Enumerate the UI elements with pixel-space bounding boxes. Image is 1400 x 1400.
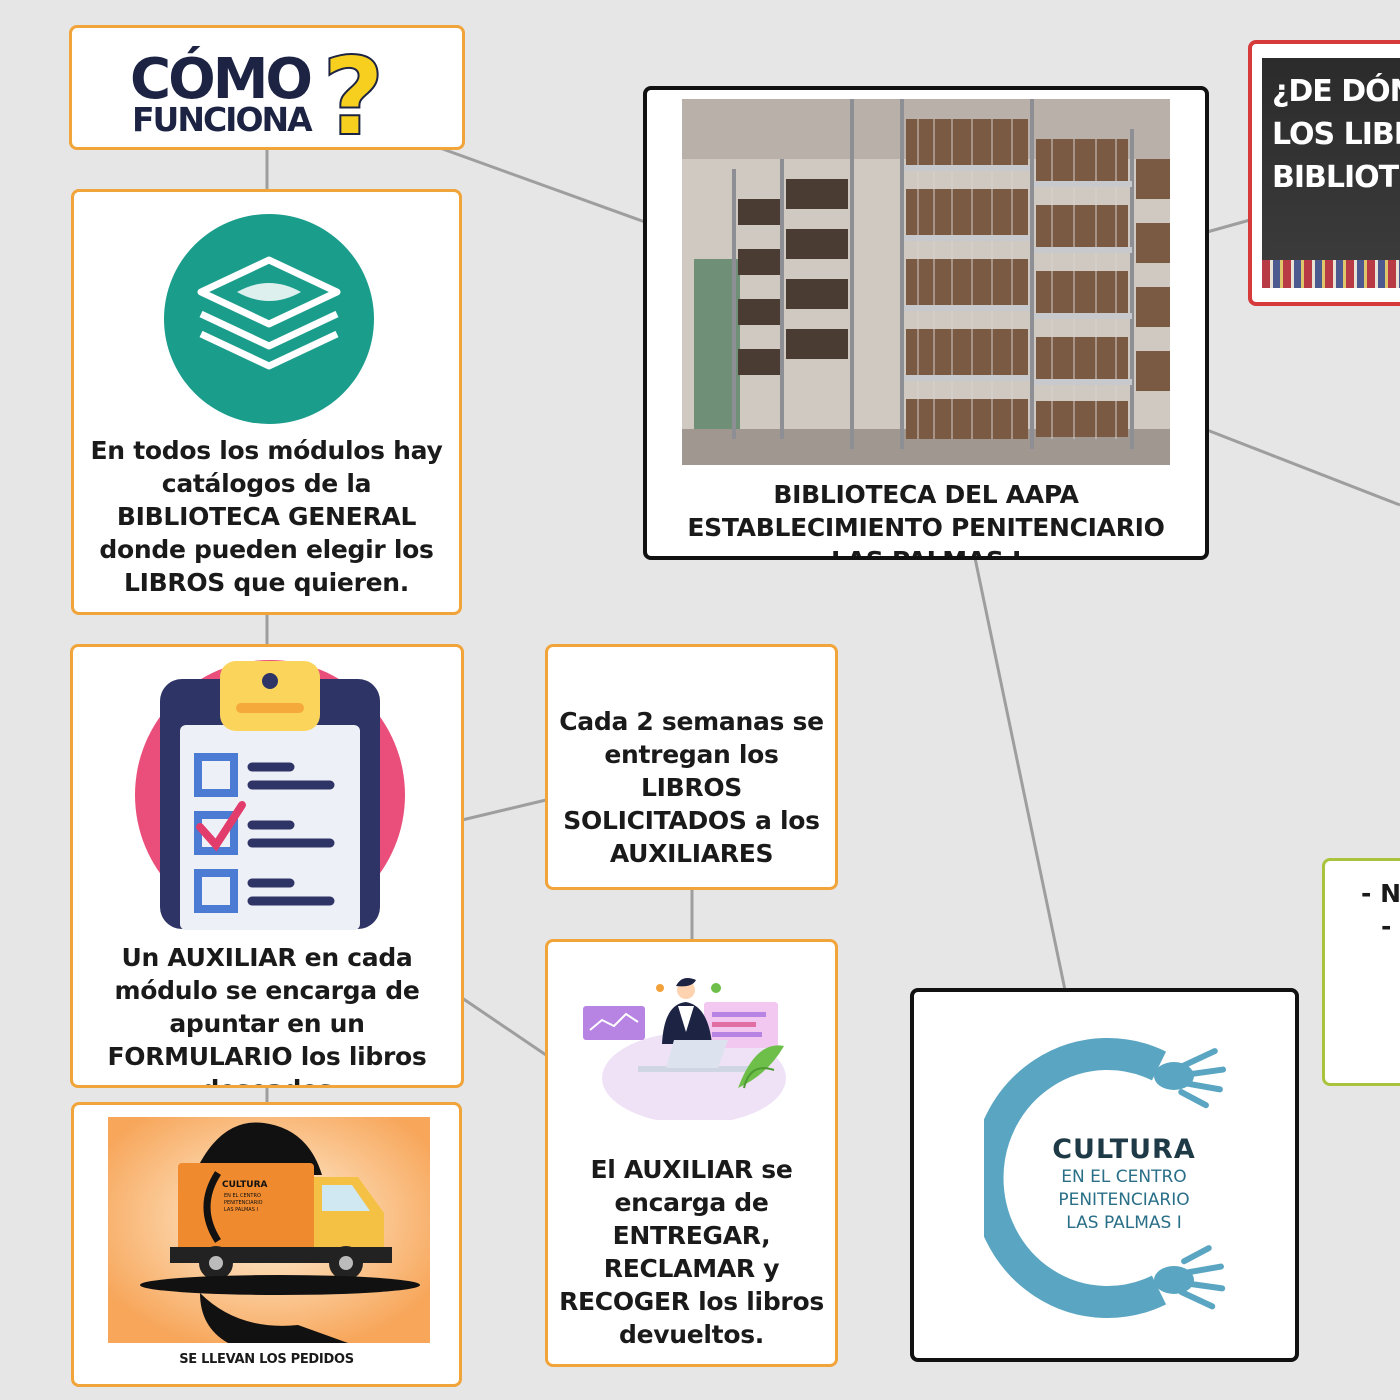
cultura-logo: CULTURA EN EL CENTRO PENITENCIARIO LAS P…: [984, 1038, 1227, 1318]
como-funciona-logo: ? CÓMO FUNCIONA: [130, 36, 386, 146]
truck-caption: SE LLEVAN LOS PEDIDOS: [179, 1352, 354, 1367]
question-line-1: ¿DE DÓND: [1272, 74, 1400, 109]
auxiliar-card: El AUXILIAR se encarga de ENTREGAR, RECL…: [545, 939, 838, 1367]
bookshelf-photo: [682, 99, 1170, 465]
cultura-line-2: EN EL CENTRO: [1061, 1167, 1186, 1187]
form-card: Un AUXILIAR en cada módulo se encarga de…: [70, 644, 464, 1088]
question-card: ¿DE DÓND LOS LIBRO BIBLIOTEC: [1248, 40, 1400, 306]
title-card: ? CÓMO FUNCIONA: [69, 25, 465, 150]
title-line-1: CÓMO: [130, 47, 310, 112]
title-question-mark: ?: [322, 36, 385, 146]
truck-logo-line-2: EN EL CENTRO: [224, 1193, 261, 1199]
side-card: - N -: [1322, 858, 1400, 1086]
side-line-2: -: [1381, 912, 1392, 941]
delivery-text: Cada 2 semanas se entregan los LIBROS SO…: [559, 707, 824, 868]
person-laptop-illustration: [583, 978, 786, 1120]
question-card-bg: [1262, 58, 1400, 288]
truck-logo-line-1: CULTURA: [222, 1180, 268, 1190]
catalog-card: En todos los módulos hay catálogos de la…: [71, 189, 462, 615]
delivery-truck-illustration: CULTURA EN EL CENTRO PENITENCIARIO LAS P…: [108, 1117, 430, 1343]
truck-card: CULTURA EN EL CENTRO PENITENCIARIO LAS P…: [71, 1102, 462, 1387]
clipboard-checklist-icon: [135, 660, 405, 930]
library-card: BIBLIOTECA DEL AAPA ESTABLECIMIENTO PENI…: [643, 86, 1209, 560]
library-caption: BIBLIOTECA DEL AAPA ESTABLECIMIENTO PENI…: [687, 480, 1165, 556]
auxiliar-text: El AUXILIAR se encarga de ENTREGAR, RECL…: [559, 1155, 824, 1349]
delivery-card: Cada 2 semanas se entregan los LIBROS SO…: [545, 644, 838, 890]
question-card-books: [1262, 260, 1400, 288]
catalog-text: En todos los módulos hay catálogos de la…: [90, 436, 443, 597]
question-line-2: LOS LIBRO: [1272, 117, 1400, 152]
truck-logo-line-4: LAS PALMAS I: [224, 1207, 258, 1213]
cultura-card: CULTURA EN EL CENTRO PENITENCIARIO LAS P…: [910, 988, 1299, 1362]
side-line-1: - N: [1361, 879, 1400, 908]
cultura-line-4: LAS PALMAS I: [1066, 1213, 1181, 1233]
truck-logo-line-3: PENITENCIARIO: [224, 1200, 263, 1206]
form-text: Un AUXILIAR en cada módulo se encarga de…: [107, 943, 427, 1085]
title-line-2: FUNCIONA: [132, 100, 313, 139]
stack-icon: [164, 214, 374, 424]
question-line-3: BIBLIOTEC: [1272, 160, 1400, 195]
cultura-line-3: PENITENCIARIO: [1058, 1190, 1189, 1210]
cultura-line-1: CULTURA: [1052, 1134, 1196, 1165]
